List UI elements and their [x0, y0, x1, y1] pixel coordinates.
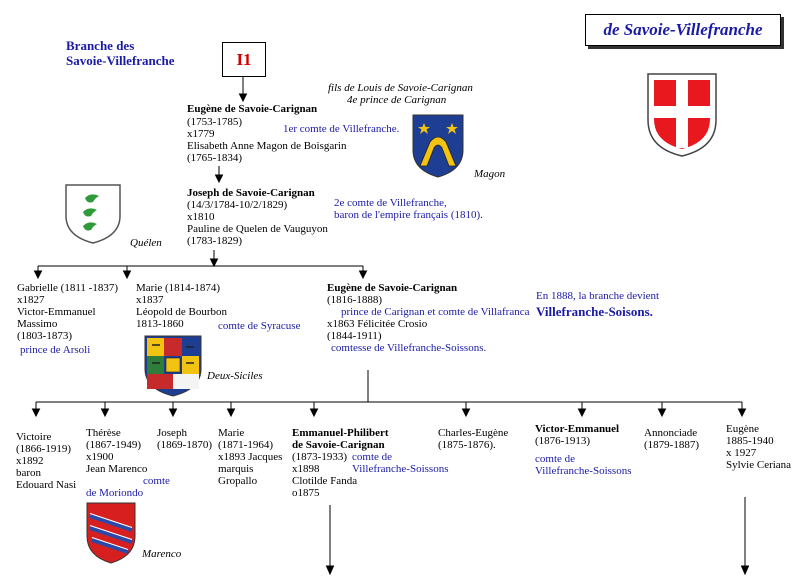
- gen1-title: 1er comte de Villefranche.: [283, 123, 400, 135]
- gen1-name: Eugène de Savoie-Carignan: [187, 103, 318, 115]
- gen4-therese-title-line2: de Moriondo: [86, 487, 144, 499]
- gen4-emmanuel-title-line2: Villefranche-Soissons: [352, 463, 449, 475]
- gen3-gabrielle-line4: Massimo: [17, 318, 58, 330]
- gen4-therese-title-line1: comte: [143, 475, 170, 487]
- gen4-victoire-line3: x1892: [16, 455, 44, 467]
- gen4-eugene-line1: Eugène: [726, 423, 759, 435]
- gen4-charles-line2: (1875-1876).: [438, 439, 496, 451]
- gen4-victoire-line2: (1866-1919): [16, 443, 71, 455]
- gen3-marie-line1: Marie (1814-1874): [136, 282, 221, 294]
- gen2-marriage: x1810: [187, 211, 215, 223]
- gen3-eugene-marriage: x1863 Félicitée Crosio: [327, 318, 428, 330]
- gen4-emmanuel-line3: Clotilde Fanda: [292, 475, 358, 487]
- gen4-victor-title-line1: comte de: [535, 453, 576, 465]
- savoy-arms-icon: [647, 73, 717, 157]
- gen3-eugene-name: Eugène de Savoie-Carignan: [327, 282, 458, 294]
- deux-siciles-arms-icon: [144, 335, 202, 397]
- marenco-arms-label: Marenco: [142, 548, 182, 560]
- gen4-marie-line1: Marie: [218, 427, 245, 439]
- gen4-emmanuel-line4: o1875: [292, 487, 320, 499]
- gen4-emmanuel-title-line1: comte de: [352, 451, 393, 463]
- gen4-victoire-line1: Victoire: [16, 431, 52, 443]
- gen4-joseph-line2: (1869-1870): [157, 439, 212, 451]
- gen3-gabrielle-line5: (1803-1873): [17, 330, 72, 342]
- magon-arms-icon: [412, 114, 464, 178]
- magon-arms-label: Magon: [474, 168, 506, 180]
- gen4-charles-line1: Charles-Eugène: [438, 427, 509, 439]
- gen3-marie-line2: x1837: [136, 294, 164, 306]
- gen3-marie-title: comte de Syracuse: [218, 320, 301, 332]
- gen4-therese-line2: (1867-1949): [86, 439, 141, 451]
- gen4-victor-title-line2: Villefranche-Soissons: [535, 465, 632, 477]
- gen1-spouse: Elisabeth Anne Magon de Boisgarin: [187, 140, 347, 152]
- gen4-marie-line5: Gropallo: [218, 475, 258, 487]
- gen3-marie-line3: Léopold de Bourbon: [136, 306, 228, 318]
- gen3-eugene-spouse-title: comtesse de Villefranche-Soissons.: [331, 342, 487, 354]
- marenco-arms-icon: [86, 502, 136, 564]
- quelen-arms-label: Quélen: [130, 237, 162, 249]
- gen4-eugene-line3: x 1927: [726, 447, 757, 459]
- gen4-emmanuel-name-line1: Emmanuel-Philibert: [292, 427, 389, 439]
- gen4-victoire-line5: Edouard Nasi: [16, 479, 77, 491]
- deux-siciles-arms-label: Deux-Siciles: [207, 370, 263, 382]
- gen1-dates: (1753-1785): [187, 116, 242, 128]
- generation-box: I1: [222, 42, 266, 77]
- gen4-emmanuel-line2: x1898: [292, 463, 320, 475]
- gen2-spouse: Pauline de Quelen de Vauguyon: [187, 223, 328, 235]
- gen1-spouse-dates: (1765-1834): [187, 152, 242, 164]
- gen1-marriage: x1779: [187, 128, 215, 140]
- gen4-marie-line4: marquis: [218, 463, 254, 475]
- gen4-joseph-line1: Joseph: [157, 427, 187, 439]
- gen4-emmanuel-line1: (1873-1933): [292, 451, 347, 463]
- gen4-therese-line1: Thérèse: [86, 427, 121, 439]
- gen2-name: Joseph de Savoie-Carignan: [187, 187, 315, 199]
- gen4-eugene-line4: Sylvie Ceriana: [726, 459, 792, 471]
- house-title-box: de Savoie-Villefranche: [585, 14, 781, 46]
- gen3-eugene-dates: (1816-1888): [327, 294, 382, 306]
- branch-title-line2: Savoie-Villefranche: [66, 53, 175, 68]
- gen4-victor-name: Victor-Emmanuel: [535, 423, 620, 435]
- gen2-spouse-dates: (1783-1829): [187, 235, 242, 247]
- gen3-note-line1: En 1888, la branche devient: [536, 290, 660, 302]
- gen4-victoire-line4: baron: [16, 467, 42, 479]
- gen3-eugene-spouse-dates: (1844-1911): [327, 330, 382, 342]
- branch-title-line1: Branche des: [66, 38, 135, 53]
- house-title: de Savoie-Villefranche: [603, 20, 763, 39]
- gen4-victor-line1: (1876-1913): [535, 435, 590, 447]
- gen1-note-line1: fils de Louis de Savoie-Carignan: [328, 82, 473, 94]
- gen2-title-line2: baron de l'empire français (1810).: [334, 209, 483, 221]
- gen3-gabrielle-title: prince de Arsoli: [20, 344, 91, 356]
- gen3-eugene-title: prince de Carignan et comte de Villafran…: [341, 306, 530, 318]
- gen3-note-line2: Villefranche-Soisons.: [536, 304, 653, 319]
- gen3-gabrielle-line3: Victor-Emmanuel: [17, 306, 96, 318]
- gen4-eugene-line2: 1885-1940: [726, 435, 774, 447]
- gen4-marie-line3: x1893 Jacques: [218, 451, 283, 463]
- gen4-annonciade-line1: Annonciade: [644, 427, 698, 439]
- generation-label: I1: [236, 49, 252, 69]
- gen2-title-line1: 2e comte de Villefranche,: [334, 197, 447, 209]
- gen1-note-line2: 4e prince de Carignan: [347, 94, 447, 106]
- quelen-arms-icon: [65, 184, 121, 244]
- gen3-gabrielle-line1: Gabrielle (1811 -1837): [17, 282, 119, 294]
- gen4-annonciade-line2: (1879-1887): [644, 439, 699, 451]
- gen3-gabrielle-line2: x1827: [17, 294, 45, 306]
- gen4-therese-line4: Jean Marenco: [86, 463, 148, 475]
- gen4-therese-line3: x1900: [86, 451, 114, 463]
- gen3-marie-line4: 1813-1860: [136, 318, 184, 330]
- gen2-dates: (14/3/1784-10/2/1829): [187, 199, 288, 211]
- gen4-emmanuel-name-line2: de Savoie-Carignan: [292, 439, 385, 451]
- gen4-marie-line2: (1871-1964): [218, 439, 273, 451]
